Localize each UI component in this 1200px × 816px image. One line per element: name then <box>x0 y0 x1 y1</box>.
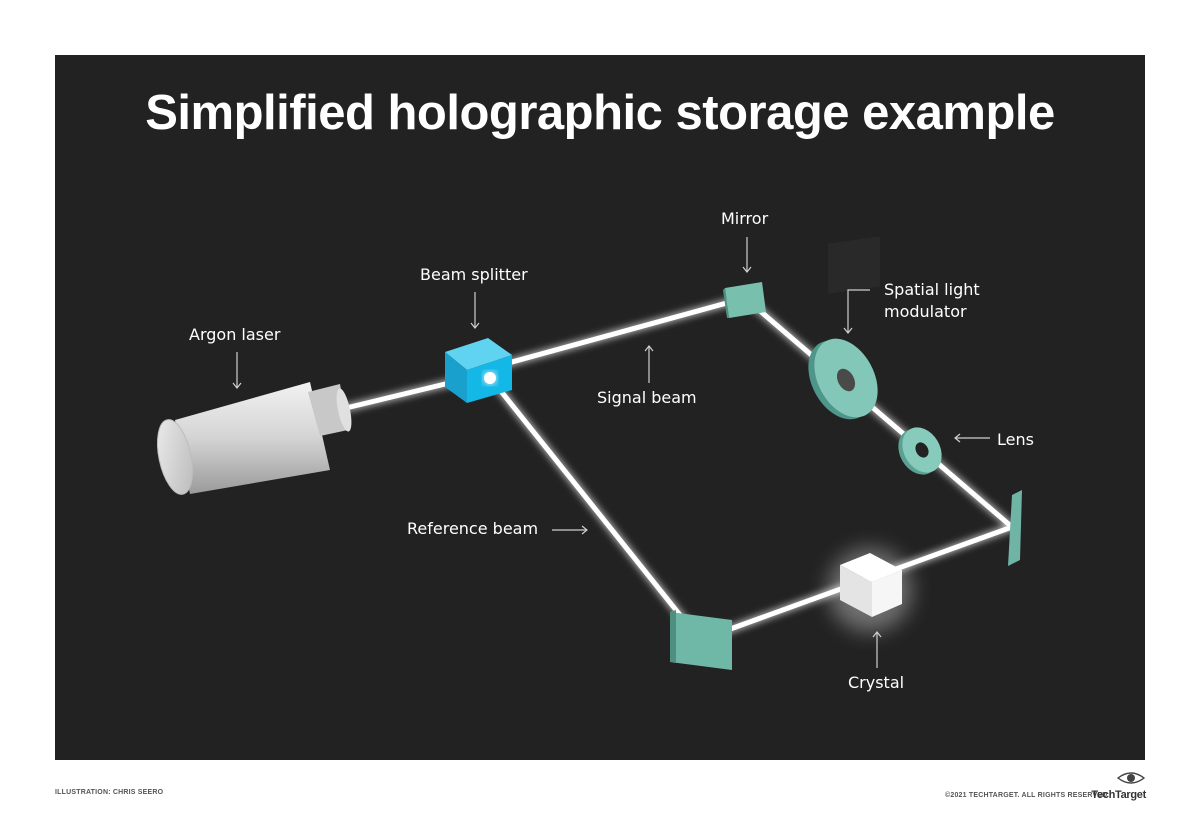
reference-beam-path <box>489 377 1015 643</box>
label-arrows <box>232 237 990 668</box>
argon-laser <box>156 382 352 495</box>
lens <box>898 427 942 475</box>
mirror-right <box>1008 490 1022 566</box>
mirror-top <box>723 282 766 318</box>
beam-splitter-cube <box>445 338 512 403</box>
crystal-cube <box>828 548 912 632</box>
argon-laser-arrow <box>232 352 242 389</box>
label-signal-beam: Signal beam <box>597 388 697 407</box>
signal-beam-arrow <box>644 345 654 383</box>
label-argon-laser: Argon laser <box>189 325 281 344</box>
mirror-bottom <box>670 610 732 670</box>
slm-arrow <box>843 289 870 334</box>
label-lens: Lens <box>997 430 1034 449</box>
diagram-title: Simplified holographic storage example <box>145 86 1055 140</box>
label-crystal: Crystal <box>848 673 905 692</box>
techtarget-brand: TechTarget <box>1091 789 1146 801</box>
techtarget-logo-icon <box>1116 772 1146 784</box>
beam-splitter-arrow <box>470 292 480 329</box>
label-reference-beam: Reference beam <box>407 519 539 538</box>
crystal-arrow <box>872 631 882 668</box>
copyright-notice: ©2021 TECHTARGET. ALL RIGHTS RESERVED <box>945 792 1108 799</box>
label-spatial-light-modulator-1: Spatial light <box>884 280 980 299</box>
illustration-credit: ILLUSTRATION: CHRIS SEERO <box>55 789 164 796</box>
label-spatial-light-modulator-2: modulator <box>884 302 967 321</box>
label-beam-splitter: Beam splitter <box>420 265 528 284</box>
lens-arrow <box>954 433 990 443</box>
mirror-arrow <box>742 237 752 273</box>
label-mirror: Mirror <box>721 209 769 228</box>
spatial-light-modulator <box>808 236 880 420</box>
reference-beam-arrow <box>552 525 588 535</box>
signal-beam-path <box>487 295 1015 530</box>
